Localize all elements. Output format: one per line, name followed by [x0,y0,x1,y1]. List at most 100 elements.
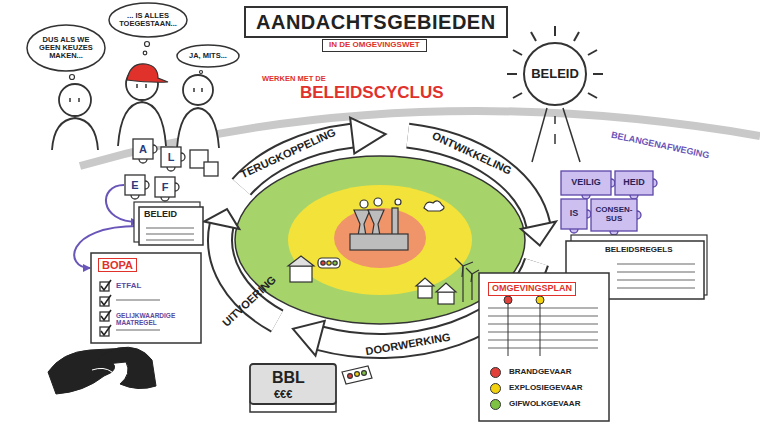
blank-puzzle [190,150,218,176]
text-line [617,279,695,280]
eye [136,84,138,88]
houses-windmills [416,258,479,304]
title-banner: AANDACHTSGEBIEDEN [244,6,508,38]
house [418,286,432,298]
node-text: VEILIG [571,178,601,188]
legend-text: GIFWOLKGEVAAR [509,400,580,409]
roof [416,278,434,286]
red-cap [127,64,168,82]
book-cover [250,364,336,404]
legend-text: BRANDGEVAAR [509,368,572,377]
building [288,256,340,282]
text-line [488,339,598,340]
text-line [488,323,598,324]
handshake [48,347,156,394]
legend-row: GIFWOLKGEVAAR [490,396,583,412]
ray [513,50,522,55]
ray [593,73,603,75]
check-mark [101,325,111,335]
eye [78,98,80,102]
text-line [488,347,598,348]
node-text: L [168,151,175,163]
puzzle-outline [561,171,611,195]
node-text: BELEID [531,67,579,81]
puzzle-piece: A [132,138,154,160]
subtitle-ribbon: IN DE OMGEVINGSWET [322,39,427,52]
orange-zone [334,208,426,268]
eye [69,98,71,102]
text-line [116,299,160,300]
node-text: OMGEVINGSPLAN [488,282,576,296]
weighing-label: BELANGENAFWEGING [610,131,710,161]
text-line [146,233,194,234]
legend-row: BRANDGEVAAR [490,364,583,380]
puzzle-outline [161,147,181,167]
cycle-step: DOORWERKING [365,331,452,358]
person-head [59,84,91,116]
legend-swatch [490,383,501,394]
roof [436,283,456,292]
speech-bubble: ... IS ALLES TOEGESTAAN... [108,2,188,38]
node-text: JA, MITS... [189,52,227,60]
text-line [116,329,160,330]
building-body [290,266,312,282]
checklist-item: ETFAL [116,282,141,291]
speech-bubble: JA, MITS... [176,44,240,68]
ring-arrowhead [204,209,239,229]
road-edge [563,108,580,162]
roof [288,256,314,266]
eye [201,88,203,92]
ray [513,93,522,98]
document-heading: BOPA [98,258,137,272]
legend-row: EXPLOSIEGEVAAR [490,380,583,396]
cycle-title: BELEIDSCYCLUS [300,84,444,103]
text-line [146,239,194,240]
dot [333,261,337,265]
puzzle-outline [591,199,637,231]
text-line [488,331,598,332]
text-line [488,315,598,316]
yellow-zone [288,185,472,295]
sun-outline [524,43,586,105]
node-text: ... IS ALLES TOEGESTAAN... [119,12,177,29]
road-mark [554,134,556,144]
dot [321,261,325,265]
factory [350,198,444,250]
dot [327,261,331,265]
pin-stem [540,300,541,356]
bbl-book: BBL€€€ [248,362,338,414]
title-text: AANDACHTSGEBIEDEN [256,11,496,33]
finger-line [92,368,112,372]
bubble-dot [70,75,75,80]
speech-bubble: DUS ALS WE GEEN KEUZES MAKEN... [26,24,106,72]
bubble-dot [143,51,147,55]
factory-hall [350,234,408,250]
cloud [424,201,444,211]
cycle-step: TERUGKOPPELING [239,126,338,181]
ray [574,32,579,41]
puzzle-piece [204,162,218,176]
bubble-dot [145,42,150,47]
house [438,292,454,304]
cycle-step: UITVOERING [220,273,278,329]
puzzle-piece: VEILIG [560,170,612,196]
ray [588,93,597,98]
book-money: €€€ [274,388,292,400]
bubble-outline [109,3,187,37]
dot [355,372,360,377]
smoke [395,199,401,205]
text-line [617,271,695,272]
faces [70,84,202,102]
text-line [617,287,695,288]
hand [99,347,156,388]
ray [588,50,597,55]
person-head [183,75,213,105]
road-edge [532,108,547,162]
pin-stem [508,300,509,356]
node-text: IS [570,209,579,219]
book-title: BBL [272,369,305,387]
bubble-dot [200,71,203,74]
dot [348,374,353,379]
